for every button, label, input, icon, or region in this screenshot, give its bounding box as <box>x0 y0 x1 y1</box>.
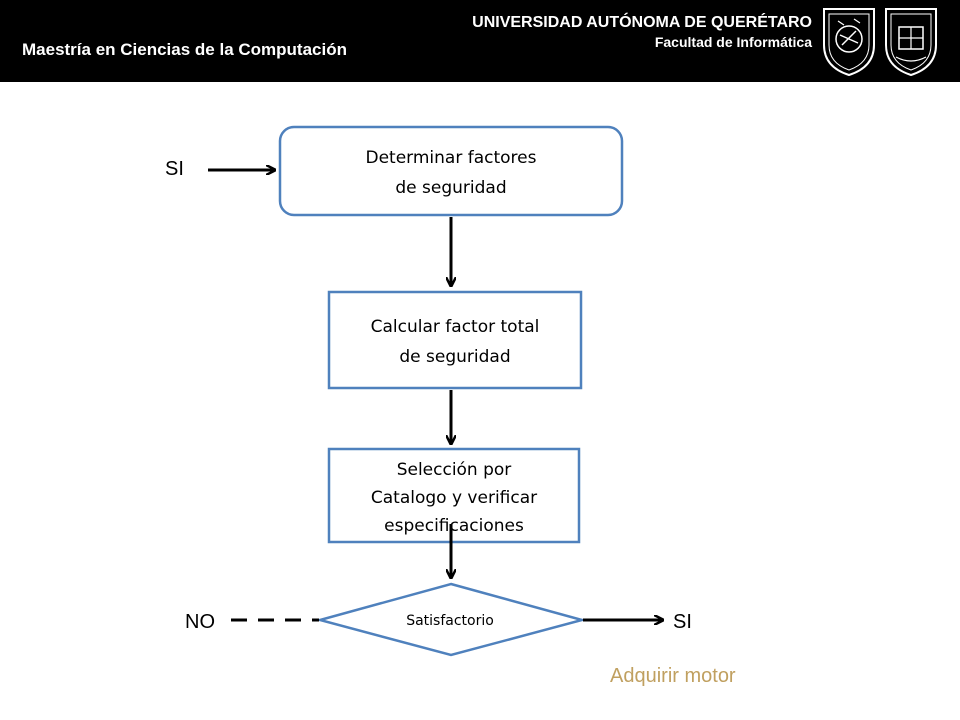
step-calculate-total-factor <box>327 290 583 390</box>
step-determine-factors-line2: de seguridad <box>395 178 506 198</box>
step-catalog-selection-line2: Catalogo y verificar <box>371 488 537 508</box>
no-label: NO <box>185 611 215 633</box>
university-name: UNIVERSIDAD AUTÓNOMA DE QUERÉTARO <box>472 14 812 31</box>
faculty-seal-icon <box>885 8 937 77</box>
yes-label: SI <box>673 611 692 633</box>
decision-satisfactory <box>315 582 587 657</box>
outcome-acquire-motor: Adquirir motor <box>610 665 736 687</box>
step-determine-factors <box>278 125 624 217</box>
input-yes-label: SI <box>165 158 184 180</box>
header-bar: Maestría en Ciencias de la Computación U… <box>0 0 960 82</box>
step-catalog-selection-line1: Selección por <box>397 460 512 480</box>
faculty-name: Facultad de Informática <box>654 34 812 50</box>
step-catalog-selection-line3: especificaciones <box>384 516 524 536</box>
step-calculate-total-factor-line1: Calcular factor total <box>371 317 540 337</box>
university-seal-icon <box>823 8 875 77</box>
step-catalog-selection <box>327 447 581 544</box>
program-title: Maestría en Ciencias de la Computación <box>22 40 347 59</box>
step-calculate-total-factor-line2: de seguridad <box>399 347 510 367</box>
decision-satisfactory-label: Satisfactorio <box>406 613 494 629</box>
step-determine-factors-line1: Determinar factores <box>366 148 537 168</box>
